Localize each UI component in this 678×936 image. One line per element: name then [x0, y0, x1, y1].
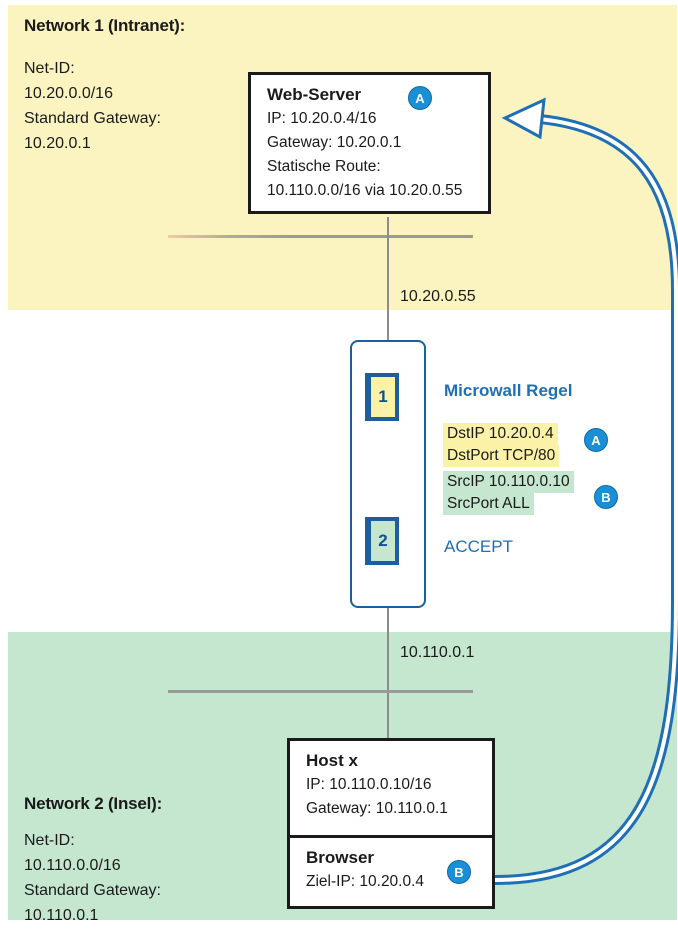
microwall-port-2: 2 — [365, 517, 399, 565]
network2-netid-value: 10.110.0.0/16 — [24, 857, 121, 874]
webserver-title: Web-Server — [267, 85, 362, 104]
host-gateway: Gateway: 10.110.0.1 — [306, 800, 448, 817]
rule-badge-b: B — [594, 485, 618, 509]
browser-target-ip: Ziel-IP: 10.20.0.4 — [306, 873, 425, 890]
network1-info: Net-ID: 10.20.0.0/16 Standard Gateway: 1… — [24, 56, 161, 156]
network2-title: Network 2 (Insel): — [24, 794, 163, 813]
webserver-route-value: 10.110.0.0/16 via 10.20.0.55 — [267, 182, 463, 199]
network1-gateway-label: Standard Gateway: — [24, 110, 161, 127]
network1-gateway-value: 10.20.0.1 — [24, 135, 91, 152]
host-section: Host x IP: 10.110.0.10/16 Gateway: 10.11… — [290, 741, 492, 835]
network2-info: Net-ID: 10.110.0.0/16 Standard Gateway: … — [24, 828, 161, 928]
rule-action: ACCEPT — [444, 537, 513, 556]
rule-group-b: SrcIP 10.110.0.10 SrcPort ALL — [443, 471, 574, 515]
browser-title: Browser — [306, 848, 375, 867]
webserver-gateway: Gateway: 10.20.0.1 — [267, 134, 402, 151]
rule-srcip: SrcIP 10.110.0.10 — [443, 471, 574, 493]
browser-badge-b: B — [447, 860, 471, 884]
host-ip: IP: 10.110.0.10/16 — [306, 776, 432, 793]
link-microwall-to-host — [387, 608, 389, 740]
network2-gateway-label: Standard Gateway: — [24, 882, 161, 899]
rule-group-a: DstIP 10.20.0.4 DstPort TCP/80 — [443, 423, 560, 467]
network1-title: Network 1 (Intranet): — [24, 16, 186, 35]
network2-netid-label: Net-ID: — [24, 832, 75, 849]
rule-badge-a: A — [584, 428, 608, 452]
network2-bus — [168, 690, 473, 693]
return-arrow-shaft-outline — [494, 113, 678, 885]
webserver-route-label: Statische Route: — [267, 158, 381, 175]
host-title: Host x — [306, 751, 358, 770]
microwall-ip-bottom: 10.110.0.1 — [400, 644, 475, 661]
webserver-box: Web-Server IP: 10.20.0.4/16 Gateway: 10.… — [248, 72, 491, 214]
link-network1-to-microwall — [387, 217, 389, 341]
return-arrow-shaft-inner — [494, 116, 678, 882]
host-box: Host x IP: 10.110.0.10/16 Gateway: 10.11… — [287, 738, 495, 909]
microwall-port-1: 1 — [365, 373, 399, 421]
rule-srcport: SrcPort ALL — [443, 493, 534, 515]
network1-netid-label: Net-ID: — [24, 60, 75, 77]
network2-gateway-value: 10.110.0.1 — [24, 907, 99, 924]
rule-dstip: DstIP 10.20.0.4 — [443, 423, 558, 445]
rule-dstport: DstPort TCP/80 — [443, 445, 560, 467]
network1-netid-value: 10.20.0.0/16 — [24, 85, 113, 102]
network1-bus — [168, 235, 473, 238]
microwall-ip-top: 10.20.0.55 — [400, 288, 476, 305]
return-arrow-head — [501, 97, 546, 140]
webserver-ip: IP: 10.20.0.4/16 — [267, 110, 377, 127]
microwall-rule-title: Microwall Regel — [444, 381, 573, 400]
webserver-badge-a: A — [408, 86, 432, 110]
browser-section: Browser Ziel-IP: 10.20.0.4 — [290, 835, 492, 894]
